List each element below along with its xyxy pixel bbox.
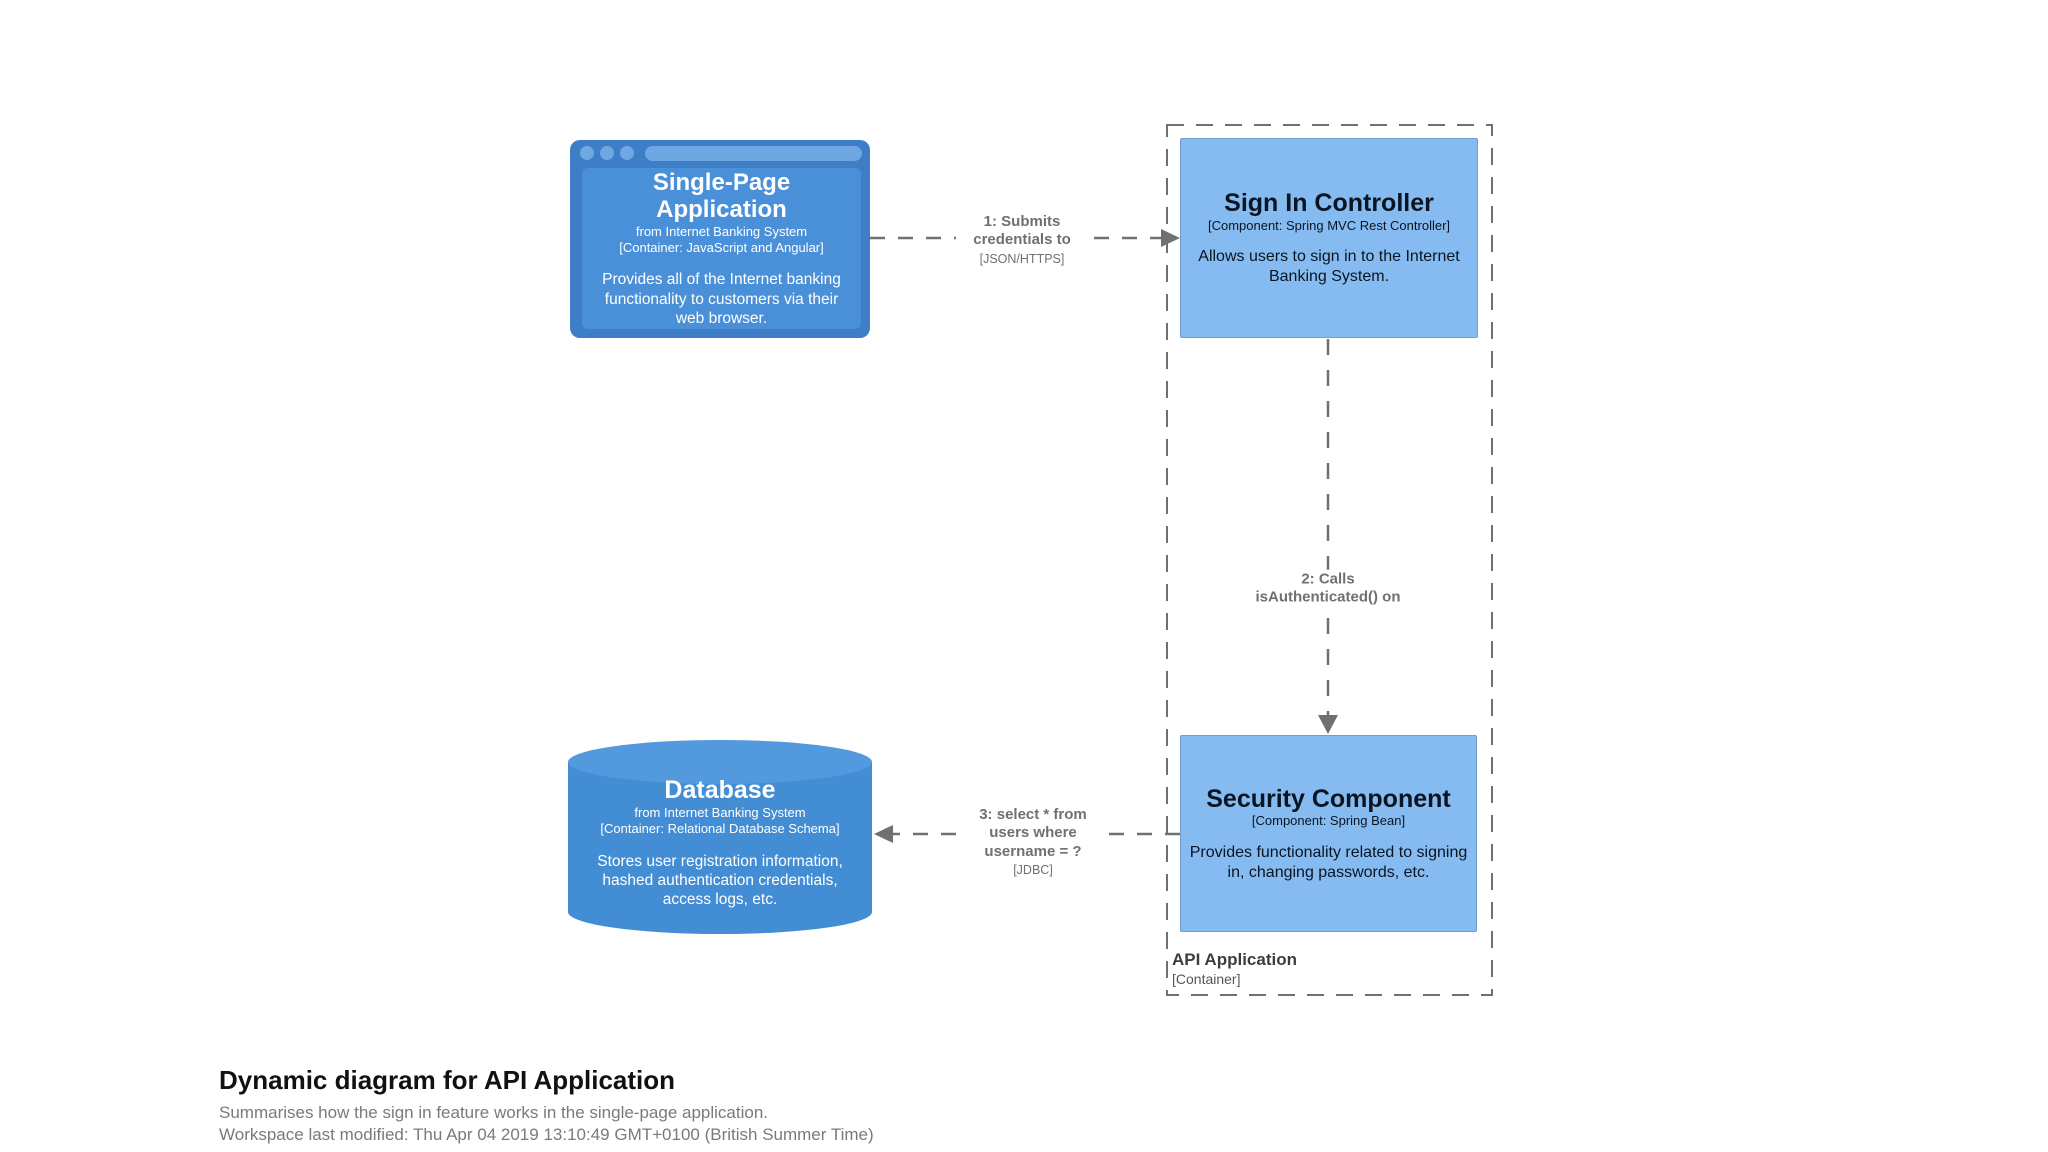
browser-viewport: Single-Page Application from Internet Ba… <box>582 168 861 329</box>
node-description: Provides functionality related to signin… <box>1189 843 1468 881</box>
browser-control-dot-icon <box>580 146 594 160</box>
node-title: Database <box>664 776 776 805</box>
cylinder-body <box>568 762 872 912</box>
node-database[interactable]: Database from Internet Banking System [C… <box>568 740 872 934</box>
node-title: Security Component <box>1206 784 1451 813</box>
relationship-description: 1: Submits credentials to <box>973 213 1071 249</box>
arrowhead-down-icon <box>1318 715 1338 734</box>
arrowhead-right-icon <box>1161 229 1180 247</box>
node-type: [Container: JavaScript and Angular] <box>619 240 824 256</box>
browser-control-dot-icon <box>620 146 634 160</box>
node-type: [Component: Spring Bean] <box>1251 813 1406 829</box>
boundary-type: [Container] <box>1172 971 1241 988</box>
browser-address-bar <box>645 146 862 161</box>
node-title: Single-Page Application <box>652 168 791 224</box>
relationship-label-2[interactable]: 2: Calls isAuthenticated() on <box>1249 569 1407 609</box>
relationship-technology: [JDBC] <box>1013 862 1053 877</box>
node-security-component[interactable]: Security Component [Component: Spring Be… <box>1180 735 1477 932</box>
relationship-technology: [JSON/HTTPS] <box>979 251 1065 266</box>
relationship-label-3[interactable]: 3: select * from users where username = … <box>965 804 1101 880</box>
diagram-title: Dynamic diagram for API Application <box>219 1065 676 1095</box>
relationship-description: 2: Calls isAuthenticated() on <box>1255 570 1401 606</box>
node-type: [Component: Spring MVC Rest Controller] <box>1207 217 1451 233</box>
relationship-label-1[interactable]: 1: Submits credentials to [JSON/HTTPS] <box>956 212 1088 268</box>
node-type: [Container: Relational Database Schema] <box>600 821 840 837</box>
node-sign-in-controller[interactable]: Sign In Controller [Component: Spring MV… <box>1180 138 1478 338</box>
diagram-footer: Dynamic diagram for API Application Summ… <box>219 1066 874 1147</box>
browser-control-dot-icon <box>600 146 614 160</box>
diagram-subtitle: Summarises how the sign in feature works… <box>219 1102 769 1122</box>
cylinder-top <box>568 740 872 784</box>
boundary-label: API Application [Container] <box>1172 950 1297 989</box>
node-title: Sign In Controller <box>1224 189 1434 217</box>
relationship-description: 3: select * from users where username = … <box>979 805 1087 860</box>
boundary-name: API Application <box>1172 950 1297 969</box>
workspace-last-modified: Workspace last modified: Thu Apr 04 2019… <box>219 1125 874 1145</box>
node-description: Provides all of the Internet banking fun… <box>602 271 841 328</box>
node-single-page-application[interactable]: Single-Page Application from Internet Ba… <box>570 140 870 338</box>
arrowhead-left-icon <box>874 825 893 843</box>
node-description: Stores user registration information, ha… <box>597 852 843 909</box>
api-application-boundary <box>1166 124 1493 996</box>
node-description: Allows users to sign in to the Internet … <box>1198 248 1460 285</box>
node-origin: from Internet Banking System <box>635 223 808 239</box>
node-origin: from Internet Banking System <box>634 805 806 821</box>
